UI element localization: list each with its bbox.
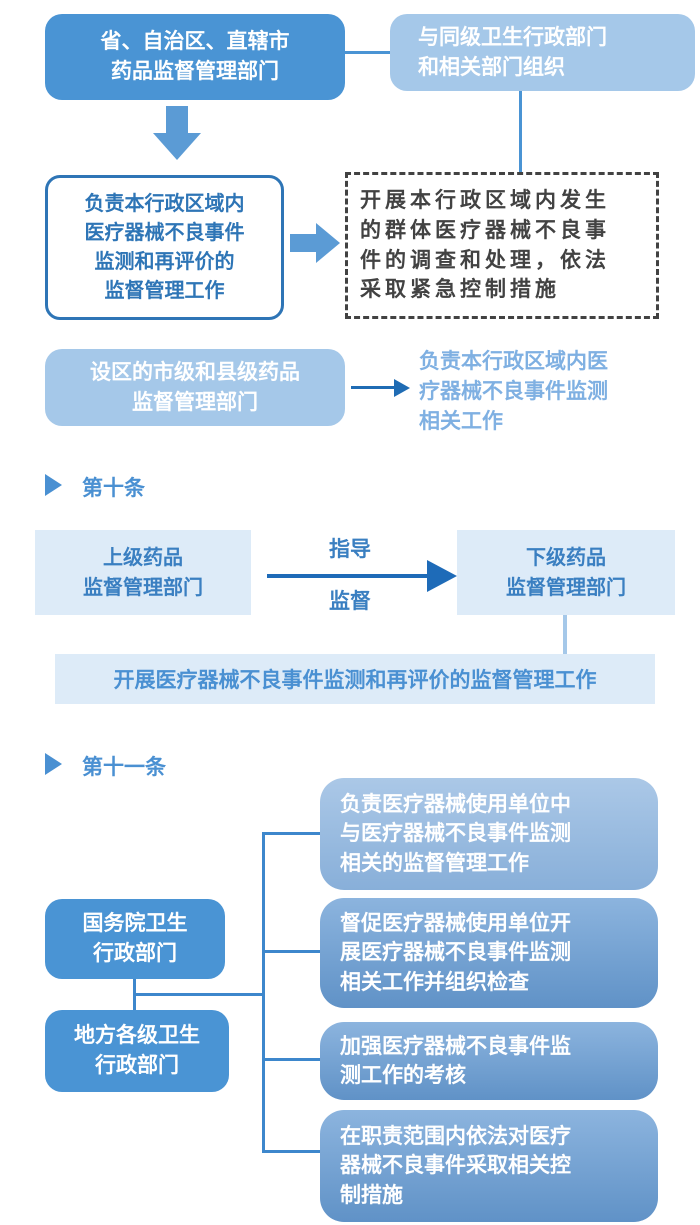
group-event-dashed-box: 开展本行政区域内发生 的群体医疗器械不良事 件的调查和处理，依法 采取紧急控制措… bbox=[345, 172, 659, 319]
connector-stub-duty3 bbox=[265, 1058, 320, 1061]
connector-left-horizontal bbox=[133, 993, 265, 996]
local-health-box: 地方各级卫生 行政部门 bbox=[45, 1010, 229, 1092]
work-bar: 开展医疗器械不良事件监测和再评价的监督管理工作 bbox=[55, 654, 655, 704]
province-drug-admin-label: 省、自治区、直辖市 药品监督管理部门 bbox=[100, 30, 290, 83]
connector-stub-duty2 bbox=[265, 950, 320, 953]
connector-health-to-groupevent bbox=[519, 91, 522, 172]
state-council-health-box: 国务院卫生 行政部门 bbox=[45, 899, 225, 979]
guide-label: 指导 bbox=[329, 538, 371, 561]
city-county-admin-box: 设区的市级和县级药品 监督管理部门 bbox=[45, 349, 345, 426]
city-county-arrow-icon bbox=[394, 379, 410, 397]
lower-drug-admin-label: 下级药品 监督管理部门 bbox=[506, 546, 626, 599]
health-dept-org-box: 与同级卫生行政部门 和相关部门组织 bbox=[390, 14, 695, 91]
guide-arrow-icon bbox=[427, 560, 457, 592]
city-county-admin-label: 设区的市级和县级药品 监督管理部门 bbox=[90, 360, 300, 414]
connector-spine bbox=[262, 832, 265, 1153]
duty-box-1: 负责医疗器械使用单位中 与医疗器械不良事件监测 相关的监督管理工作 bbox=[320, 778, 658, 890]
right-arrow-stem bbox=[290, 234, 316, 252]
down-arrow-icon bbox=[153, 133, 201, 160]
province-drug-admin-box: 省、自治区、直辖市 药品监督管理部门 bbox=[45, 14, 345, 100]
duty-label-4: 在职责范围内依法对医疗 器械不良事件采取相关控 制措施 bbox=[340, 1124, 571, 1207]
duty-box-4: 在职责范围内依法对医疗 器械不良事件采取相关控 制措施 bbox=[320, 1110, 658, 1222]
article10-heading: 第十条 bbox=[82, 477, 145, 500]
connector-stub-duty4 bbox=[265, 1150, 320, 1153]
upper-drug-admin-label: 上级药品 监督管理部门 bbox=[83, 546, 203, 599]
work-bar-label: 开展医疗器械不良事件监测和再评价的监督管理工作 bbox=[113, 669, 597, 692]
right-arrow-icon bbox=[316, 223, 340, 263]
lower-drug-admin-box: 下级药品 监督管理部门 bbox=[457, 530, 675, 615]
down-arrow-stem bbox=[166, 106, 188, 133]
connector-stub-duty1 bbox=[265, 832, 320, 835]
duty-label-1: 负责医疗器械使用单位中 与医疗器械不良事件监测 相关的监督管理工作 bbox=[340, 792, 571, 875]
local-health-label: 地方各级卫生 行政部门 bbox=[74, 1024, 200, 1077]
connector-lower-to-bar bbox=[563, 615, 567, 655]
connector-local-up bbox=[133, 996, 136, 1010]
article11-marker-icon bbox=[45, 753, 62, 775]
guide-arrow-line bbox=[267, 574, 427, 578]
article10-marker-icon bbox=[45, 474, 62, 496]
duty-label-2: 督促医疗器械使用单位开 展医疗器械不良事件监测 相关工作并组织检查 bbox=[340, 911, 571, 994]
city-county-arrow-line bbox=[351, 386, 394, 389]
connector-statecouncil-down bbox=[133, 979, 136, 993]
duty-label-3: 加强医疗器械不良事件监 测工作的考核 bbox=[340, 1034, 571, 1087]
region-duty-label: 负责本行政区域内 医疗器械不良事件 监测和再评价的 监督管理工作 bbox=[84, 192, 245, 302]
article11-heading: 第十一条 bbox=[82, 756, 166, 779]
supervise-label: 监督 bbox=[329, 590, 371, 613]
upper-drug-admin-box: 上级药品 监督管理部门 bbox=[35, 530, 251, 615]
group-event-label: 开展本行政区域内发生 的群体医疗器械不良事 件的调查和处理，依法 采取紧急控制措… bbox=[360, 189, 610, 302]
region-duty-box: 负责本行政区域内 医疗器械不良事件 监测和再评价的 监督管理工作 bbox=[45, 175, 284, 320]
connector-province-to-health bbox=[345, 51, 390, 54]
duty-box-2: 督促医疗器械使用单位开 展医疗器械不良事件监测 相关工作并组织检查 bbox=[320, 898, 658, 1008]
duty-box-3: 加强医疗器械不良事件监 测工作的考核 bbox=[320, 1022, 658, 1100]
state-council-health-label: 国务院卫生 行政部门 bbox=[82, 912, 188, 965]
city-county-duty-text: 负责本行政区域内医 疗器械不良事件监测 相关工作 bbox=[419, 350, 608, 433]
health-dept-org-label: 与同级卫生行政部门 和相关部门组织 bbox=[418, 25, 607, 79]
